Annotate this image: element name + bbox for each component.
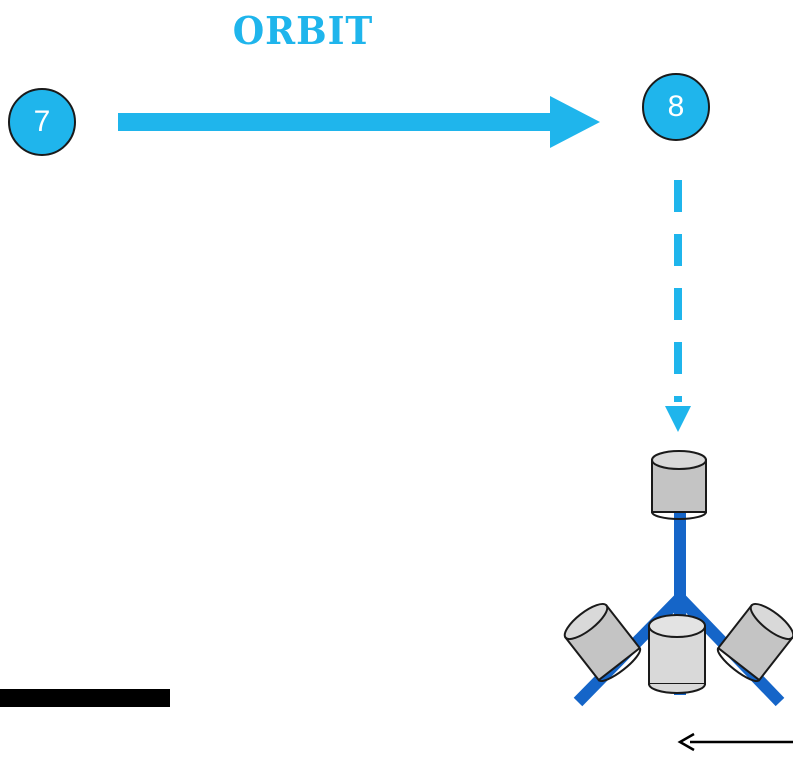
step-7-badge: 7 [8, 88, 76, 156]
orbit-title: ORBIT [232, 8, 374, 53]
descent-dashed-arrow [665, 180, 691, 432]
step-8-badge: 8 [642, 73, 710, 141]
front-camera-icon [648, 614, 706, 694]
three-camera-rig-icon [563, 450, 793, 707]
left-camera-icon [563, 603, 642, 682]
black-bar [0, 689, 170, 707]
orbit-arrow [118, 96, 600, 148]
left-arrow-icon [677, 732, 793, 752]
top-camera-icon [651, 450, 707, 520]
right-camera-icon [716, 603, 793, 682]
